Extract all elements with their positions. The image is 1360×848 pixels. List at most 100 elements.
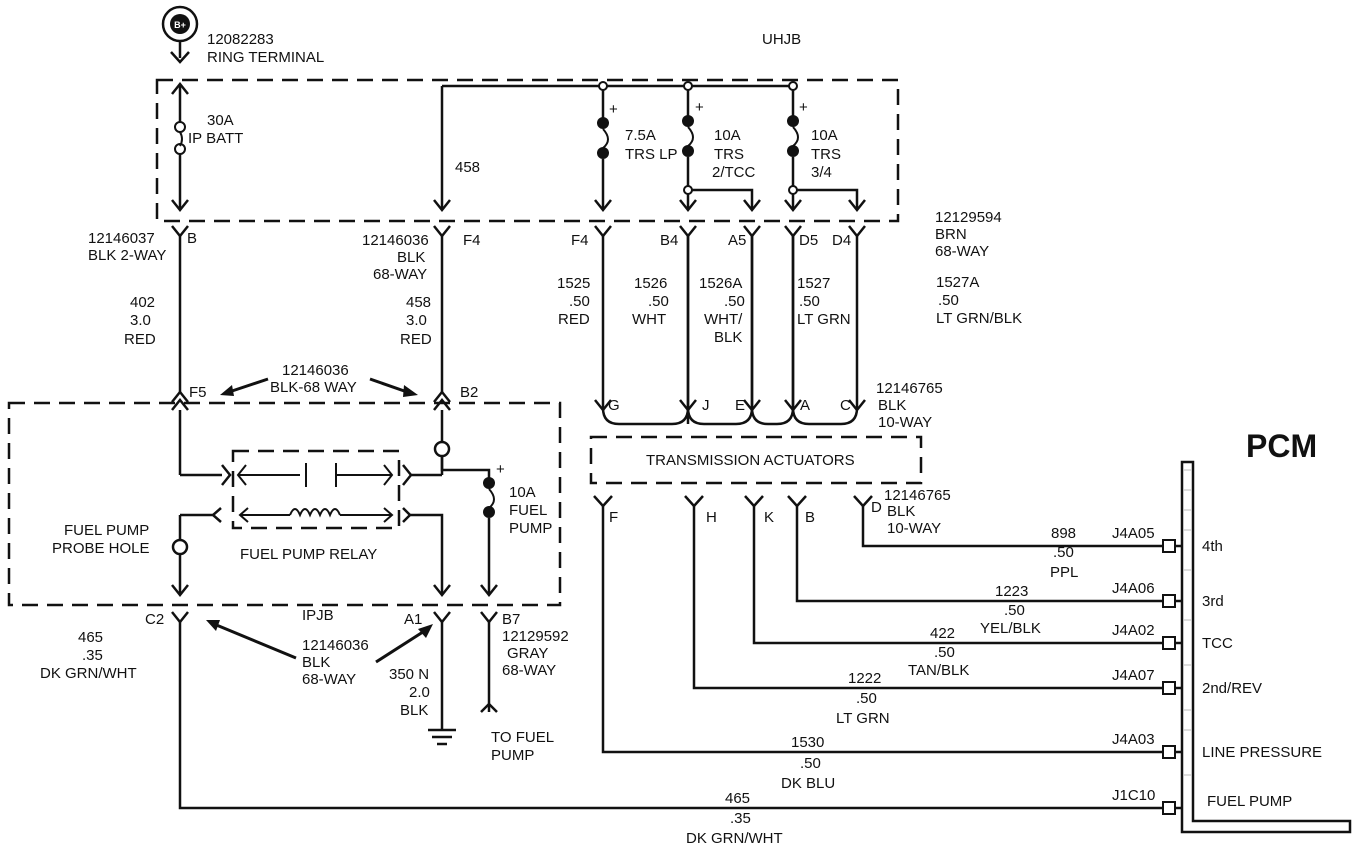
pin-c2: C2 [145,611,164,628]
ground-icon [428,728,456,746]
w422-color: TAN/BLK [908,662,969,679]
w465-left-gauge: .35 [82,647,103,664]
fuel-pump-fuse-amp: 10A [509,484,536,501]
w1526a-num: 1526A [699,275,742,292]
pin-f: F [609,509,618,526]
pcm-pin-label: FUEL PUMP [1207,793,1292,810]
fuel-pump-fuse [440,456,498,598]
conn-blk68-bottom-part: 12146036 [302,637,369,654]
conn-blk68-mid-part: 12146036 [282,362,349,379]
ip-batt-name: IP BATT [188,130,243,147]
w1223-num: 1223 [995,583,1028,600]
w1223-gauge: .50 [1004,602,1025,619]
pcm-pin-terminal [1162,539,1176,553]
conn-blk68-f4-color: BLK [397,249,425,266]
w1222-num: 1222 [848,670,881,687]
w1525-color: RED [558,311,590,328]
uhjb-connector-row [171,225,866,239]
w465-bottom-color: DK GRN/WHT [686,830,783,847]
w458-num: 458 [406,294,431,311]
w1526-gauge: .50 [648,293,669,310]
conn-blk10-bot-part: 12146765 [884,487,951,504]
w1530-gauge: .50 [800,755,821,772]
w350n-color: BLK [400,702,428,719]
w402-num: 402 [130,294,155,311]
w1526a-gauge: .50 [724,293,745,310]
w402-gauge: 3.0 [130,312,151,329]
pcm-pin-label: TCC [1202,635,1233,652]
w1527a-gauge: .50 [938,292,959,309]
uhjb-box [155,78,900,223]
pin-b7: B7 [502,611,520,628]
pin-k: K [764,509,774,526]
w1222-color: LT GRN [836,710,890,727]
b-plus-label: B+ [174,20,186,30]
conn-blk2way-part: 12146037 [88,230,155,247]
wire-458-top: 458 [455,159,480,176]
transmission-actuators-box [589,435,923,485]
to-fuel-pump-label1: TO FUEL [491,729,554,746]
w1527-color: LT GRN [797,311,851,328]
w1526a-color1: WHT/ [704,311,743,328]
w1527-gauge: .50 [799,293,820,310]
w350n-num: 350 N [389,666,429,683]
trs-34-amp: 10A [811,127,838,144]
pcm-pin-terminal [1162,636,1176,650]
wire-898 [861,506,1162,548]
conn-brn68-color: BRN [935,226,967,243]
w402-color: RED [124,331,156,348]
w1525-num: 1525 [557,275,590,292]
fuel-pump-probe-label1: FUEL PUMP [64,522,149,539]
conn-blk10-bot-color: BLK [887,503,915,520]
conn-blk68-bottom-way: 68-WAY [302,671,356,688]
conn-gray68-part: 12129592 [502,628,569,645]
pcm-pin-id: J1C10 [1112,787,1155,804]
fuel-pump-probe-label2: PROBE HOLE [52,540,150,557]
wire-1530 [601,506,1162,754]
ring-terminal-label: RING TERMINAL [207,49,324,66]
w898-gauge: .50 [1053,544,1074,561]
pcm-hatch [1184,469,1191,776]
w898-color: PPL [1050,564,1078,581]
ipjb-label: IPJB [302,607,334,624]
w422-gauge: .50 [934,644,955,661]
pin-d4: D4 [832,232,851,249]
pcm-pin-label: 3rd [1202,593,1224,610]
w1530-color: DK BLU [781,775,835,792]
w1526-num: 1526 [634,275,667,292]
ip-batt-fuse [171,81,189,213]
wire-422 [752,506,1162,645]
pcm-pin-terminal [1162,594,1176,608]
pcm-pin-id: J4A05 [1112,525,1155,542]
pin-e: E [735,397,745,414]
ipjb-box [7,401,562,607]
pin-a5: A5 [728,232,746,249]
pin-h: H [706,509,717,526]
w1526-color: WHT [632,311,666,328]
pin-f4-right: F4 [571,232,589,249]
fuel-pump-fuse-name2: PUMP [509,520,552,537]
pin-b4: B4 [660,232,678,249]
w465-left-color: DK GRN/WHT [40,665,137,682]
w422-num: 422 [930,625,955,642]
w350n-gauge: 2.0 [409,684,430,701]
pin-c: C [840,397,851,414]
w1530-num: 1530 [791,734,824,751]
wire-465 [178,622,1162,810]
conn-blk10-top-part: 12146765 [876,380,943,397]
plus-sign: + [695,99,704,116]
conn-brn68-part: 12129594 [935,209,1002,226]
w1527a-color: LT GRN/BLK [936,310,1022,327]
trs-lp-fuse [594,81,612,213]
trs-tcc-amp: 10A [714,127,741,144]
ring-terminal-icon: B+ [161,5,199,64]
pcm-pin-terminal [1162,745,1176,759]
w458-gauge: 3.0 [406,312,427,329]
pointer-arrows-top [220,377,418,397]
w1527a-num: 1527A [936,274,979,291]
plus-sign: + [609,101,618,118]
pin-f5: F5 [189,384,207,401]
conn-blk10-top-way: 10-WAY [878,414,932,431]
trs-34-name2: 3/4 [811,164,832,181]
